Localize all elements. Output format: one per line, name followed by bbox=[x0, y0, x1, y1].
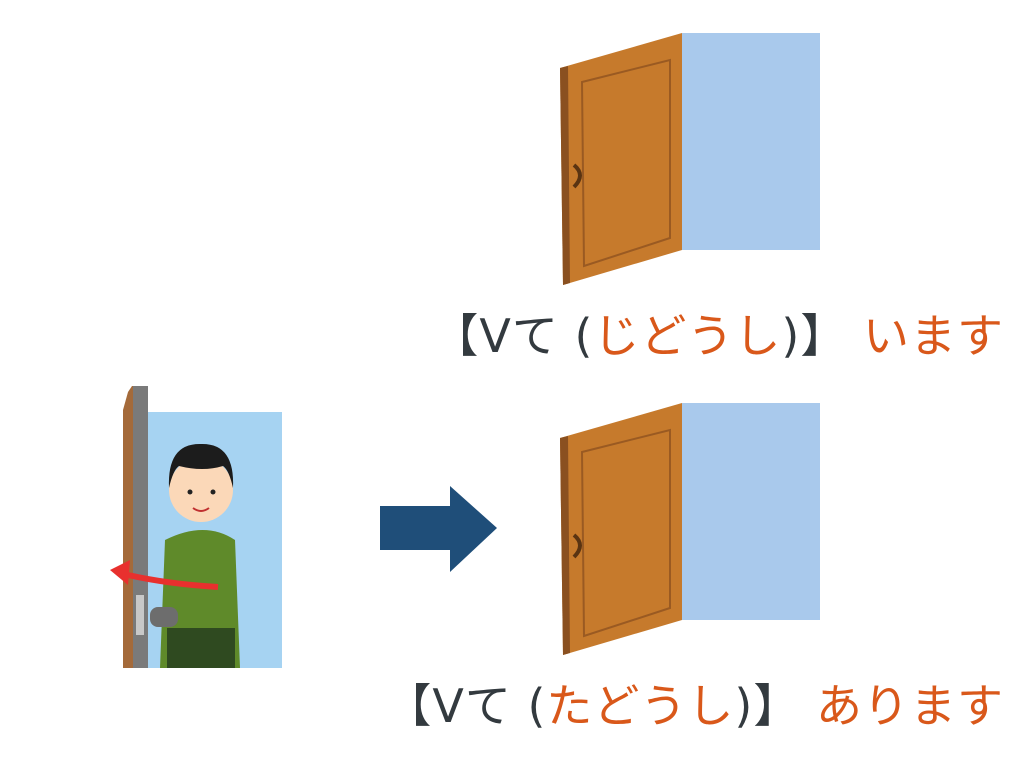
right-arrow-icon bbox=[380, 486, 497, 572]
open-door-image-bottom bbox=[560, 403, 820, 655]
pattern-suffix: )】 bbox=[734, 679, 801, 733]
pattern-ending: あります bbox=[816, 679, 1004, 733]
man-opening-door-image bbox=[110, 386, 282, 668]
grammar-line-intransitive: 【Vて (じどうし)】 います bbox=[432, 300, 1004, 366]
verb-type-label: たどうし bbox=[546, 679, 735, 733]
pattern-suffix: )】 bbox=[781, 309, 848, 363]
open-door-image-top bbox=[560, 33, 820, 285]
grammar-line-transitive: 【Vて (たどうし)】 あります bbox=[385, 670, 1004, 736]
pattern-ending: います bbox=[863, 309, 1004, 363]
pattern-prefix: 【Vて ( bbox=[432, 309, 594, 363]
pattern-prefix: 【Vて ( bbox=[385, 679, 547, 733]
verb-type-label: じどうし bbox=[593, 309, 782, 363]
